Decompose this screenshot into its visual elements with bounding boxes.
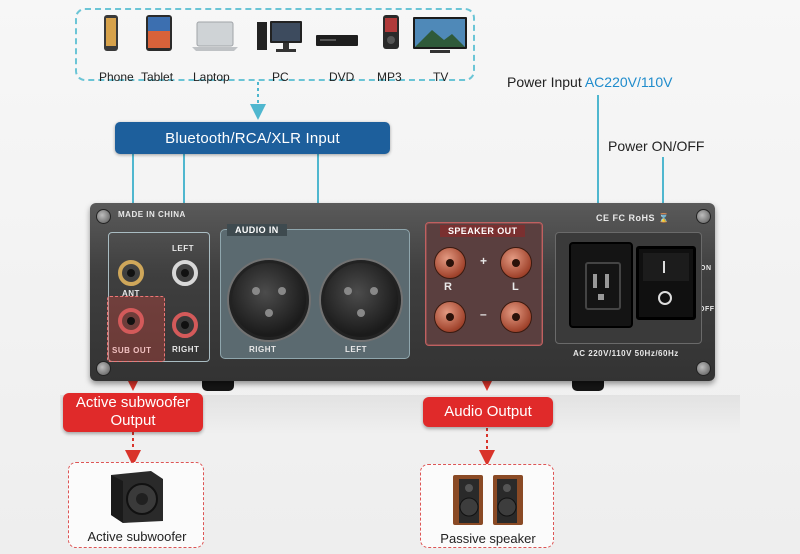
passive-speaker-icon: [453, 475, 523, 525]
audio-in-label: AUDIO IN: [227, 224, 287, 236]
source-label-tv: TV: [433, 70, 449, 84]
laptop-icon: [192, 21, 238, 51]
input-banner: Bluetooth/RCA/XLR Input: [115, 122, 390, 154]
xlr-right-label: RIGHT: [249, 345, 277, 354]
xlr-left-label: LEFT: [345, 345, 367, 354]
sub-out-label: SUB OUT: [112, 346, 152, 355]
speaker-post-l-minus: [500, 301, 532, 333]
power-rating: AC 220V/110V 50Hz/60Hz: [573, 349, 679, 358]
speaker-out-panel: SPEAKER OUT + – R L: [425, 222, 543, 346]
power-input-text: Power Input: [507, 74, 585, 90]
speaker-out-label: SPEAKER OUT: [440, 225, 526, 237]
l-label: L: [512, 281, 520, 293]
rca-right-jack: [172, 312, 198, 338]
made-in-label: MADE IN CHINA: [118, 210, 186, 219]
audio-in-panel: AUDIO IN RIGHT LEFT: [220, 224, 410, 359]
tv-icon: [413, 17, 467, 53]
screw: [696, 209, 711, 224]
power-rocker-switch: [636, 246, 696, 320]
speaker-device-label: Passive speaker: [440, 531, 536, 546]
source-laptop: [190, 20, 240, 52]
source-label-mp3: MP3: [377, 70, 402, 84]
certifications: CE FC RoHS ⌛: [596, 213, 670, 223]
source-mp3: [382, 14, 400, 50]
plus-sign: +: [480, 254, 488, 268]
pc-icon: [257, 21, 302, 52]
audio-output-banner: Audio Output: [423, 397, 553, 427]
rca-right-label: RIGHT: [172, 345, 200, 354]
rca-left-jack: [172, 260, 198, 286]
speaker-post-r-plus: [434, 247, 466, 279]
screw: [696, 361, 711, 376]
source-tablet: [145, 14, 173, 52]
power-input-label: Power Input AC220V/110V: [507, 74, 673, 90]
xlr-right-connector: [229, 260, 309, 340]
source-devices-box: Phone Tablet Laptop PC DVD: [75, 8, 475, 84]
iec-power-inlet: [569, 242, 633, 328]
source-dvd: [315, 32, 359, 48]
source-tv: [412, 16, 468, 56]
screw: [96, 361, 111, 376]
speaker-post-l-plus: [500, 247, 532, 279]
r-label: R: [444, 281, 453, 293]
sub-out-jack: [118, 308, 144, 334]
minus-sign: –: [480, 307, 488, 321]
on-label: ON: [700, 265, 712, 272]
phone-icon: [104, 15, 118, 51]
power-panel: [555, 232, 702, 344]
source-label-pc: PC: [272, 70, 289, 84]
speaker-device-box: Passive speaker: [420, 464, 554, 548]
subwoofer-device-box: Active subwoofer: [68, 462, 204, 548]
mp3-player-icon: [383, 15, 399, 49]
subwoofer-output-banner: Active subwoofer Output: [63, 393, 203, 432]
source-label-laptop: Laptop: [193, 70, 230, 84]
power-switch-label: Power ON/OFF: [608, 138, 705, 154]
source-label-tablet: Tablet: [141, 70, 174, 84]
screw: [96, 209, 111, 224]
subwoofer-device-label: Active subwoofer: [87, 529, 187, 544]
dvd-player-icon: [316, 35, 358, 46]
source-label-dvd: DVD: [329, 70, 355, 84]
speaker-post-r-minus: [434, 301, 466, 333]
subwoofer-icon: [111, 471, 163, 523]
off-label: OFF: [699, 306, 715, 313]
xlr-left-connector: [321, 260, 401, 340]
tablet-icon: [146, 15, 172, 51]
rca-left-label: LEFT: [172, 244, 194, 253]
power-input-value: AC220V/110V: [584, 74, 673, 90]
ant-label: ANT: [122, 289, 140, 298]
source-phone: [103, 14, 119, 52]
source-pc: [255, 18, 305, 54]
source-label-phone: Phone: [99, 70, 134, 84]
antenna-jack: [118, 260, 144, 286]
